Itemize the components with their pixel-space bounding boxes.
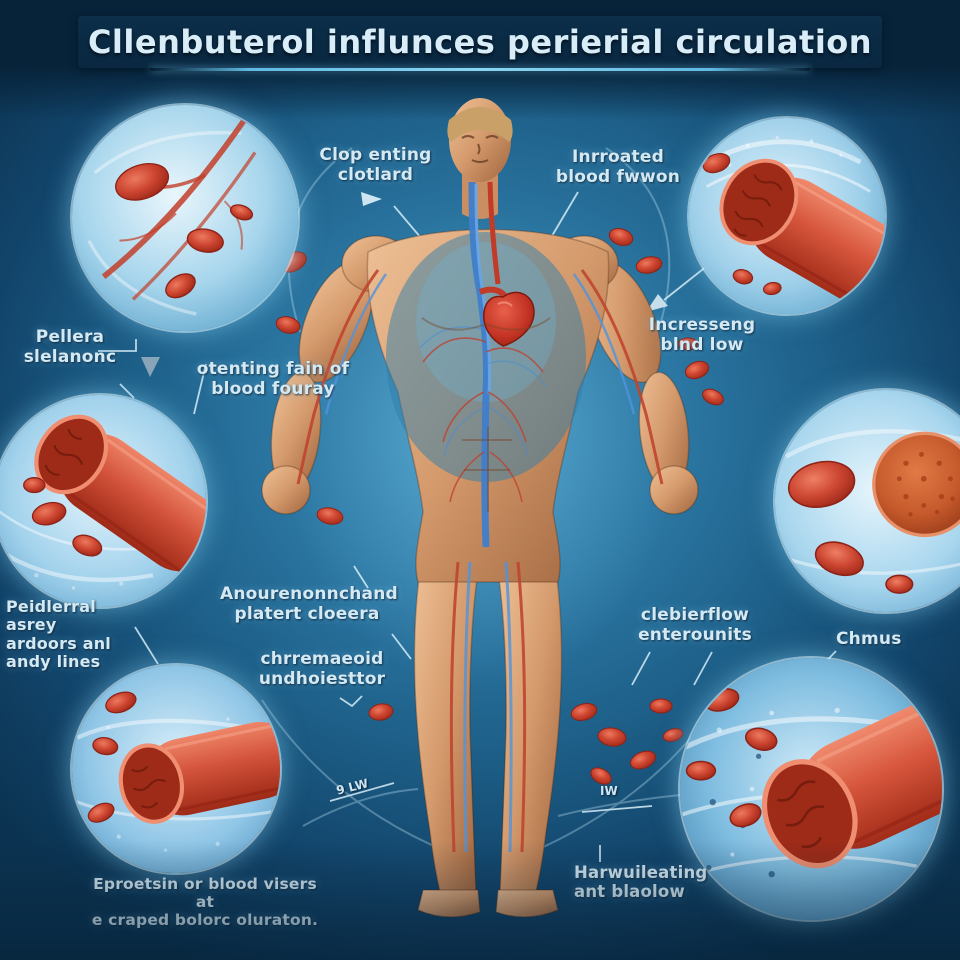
- inset-top-right-vessel-cross-section: [687, 116, 887, 316]
- vessel-tube: [34, 414, 206, 574]
- inset-top-left-blood-cells: [70, 103, 300, 333]
- red-cells: [685, 688, 778, 828]
- label-widening-of-blood-vessels: otenting fain of blood fouray: [196, 359, 350, 399]
- figure-hair: [447, 107, 513, 142]
- bottom-vignette: [0, 840, 960, 960]
- label-increasing-blood-flow: Incresseng blnd low: [648, 315, 756, 355]
- down-arrow-icon: [141, 357, 160, 377]
- heart: [483, 291, 535, 347]
- small-mark-right: IW: [600, 784, 618, 798]
- inset-mid-left-vessel-tube: [0, 393, 208, 609]
- muscle-lines: [421, 317, 551, 512]
- red-cells: [702, 152, 782, 296]
- heart-highlight: [497, 301, 513, 307]
- vessel-tube: [719, 158, 885, 309]
- title-underline: [150, 68, 810, 71]
- capillary-streaks: [101, 119, 257, 301]
- vessel-tube: [118, 721, 280, 824]
- red-cells: [787, 460, 914, 594]
- vessel-end-sphere: [872, 431, 960, 538]
- label-pellera: Pellera slelanonc: [23, 327, 117, 367]
- page-title: Cllenbuterol influnces perierial circula…: [87, 23, 873, 61]
- label-platelet-closure: Anourenonnchand platert cloeera: [220, 584, 398, 624]
- label-increased-blood-flow: Inrroated blood fwwon: [555, 147, 681, 187]
- figure-face: [461, 135, 499, 163]
- red-cells: [87, 691, 137, 823]
- inset-bottom-left-vessel-flow: [70, 663, 282, 875]
- flow-arrow-icon: [361, 192, 382, 206]
- label-clot-forming: Clop enting clotlard: [319, 145, 432, 185]
- label-peripheral-artery: Peidlerral asrey ardoors anl andy lines: [6, 597, 111, 672]
- title-banner: Cllenbuterol influnces perierial circula…: [78, 16, 882, 68]
- label-chmus: Chmus: [836, 629, 902, 649]
- red-cells: [115, 162, 254, 299]
- blood-vessels: [296, 181, 664, 853]
- label-clearer-flow: clebierflow enterounits: [638, 605, 752, 645]
- inset-mid-right-large-cells: [773, 388, 960, 614]
- red-cells: [23, 477, 103, 557]
- down-left-arrow-icon: [646, 294, 668, 312]
- male-circulatory-figure: [261, 98, 699, 918]
- label-vasodilator: chrremaeoid undhoiesttor: [258, 649, 386, 689]
